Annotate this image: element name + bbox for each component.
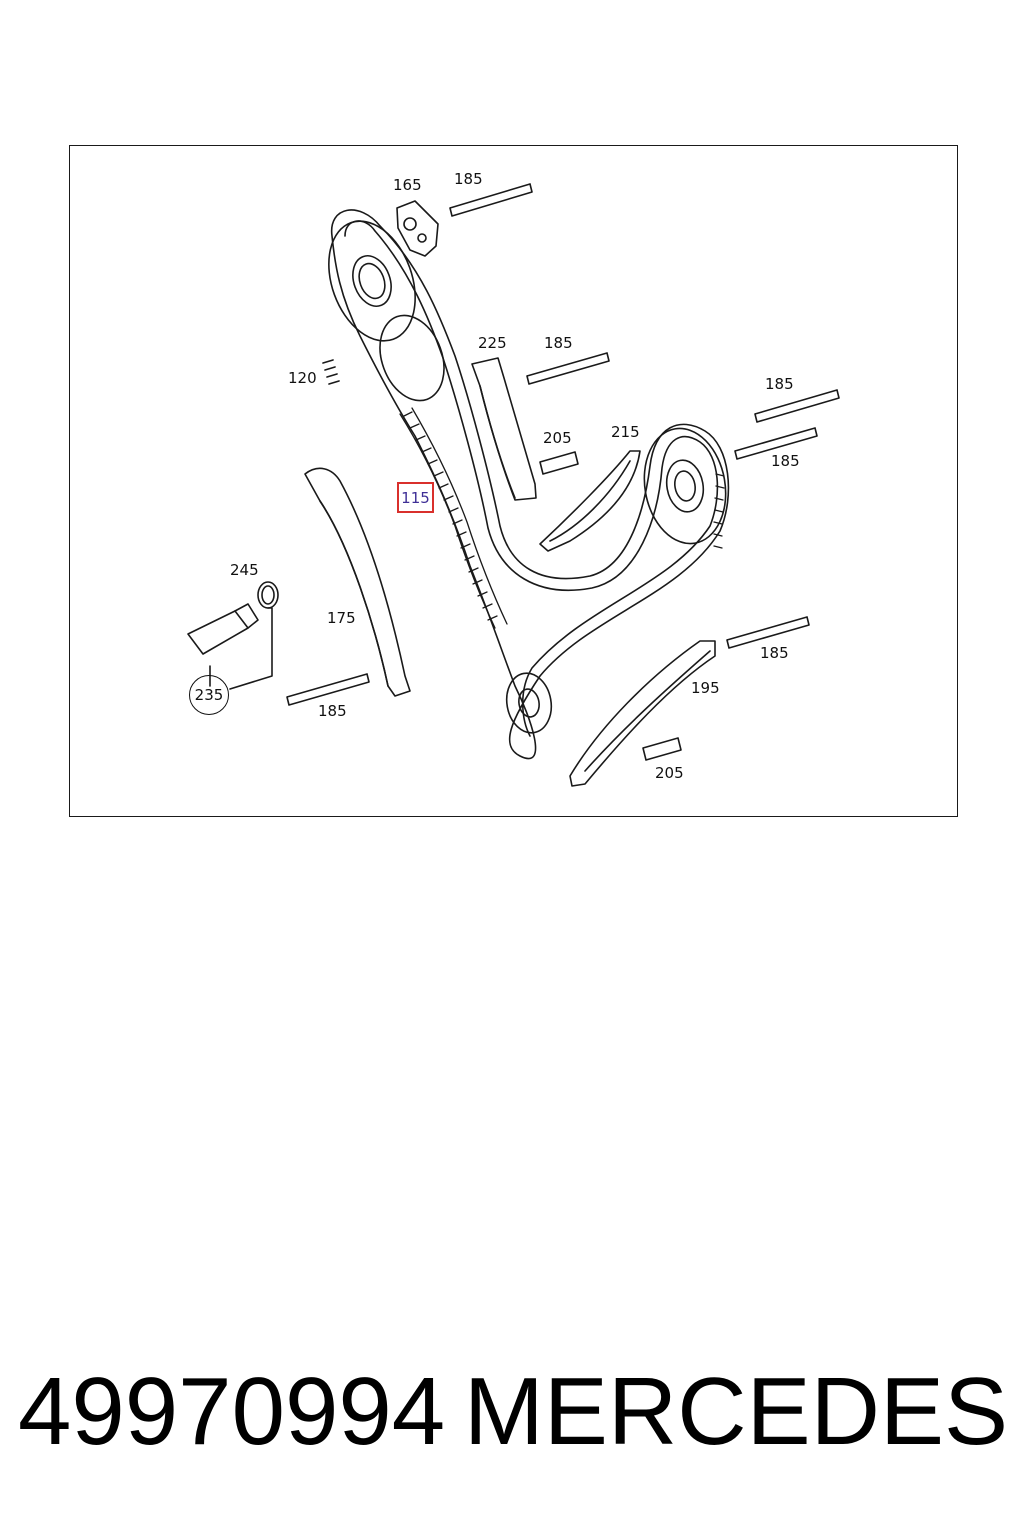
- bolt-205-upper: [539, 451, 579, 475]
- label-185-right-middle: 185: [771, 452, 800, 470]
- part-number: 49970994: [18, 1358, 446, 1465]
- label-185-top: 185: [454, 170, 483, 188]
- chain-tensioner-235: [187, 610, 249, 655]
- part-165-bracket: [396, 200, 439, 257]
- cam-sprocket-right: [643, 427, 727, 545]
- cam-sprocket-upper: [328, 220, 416, 342]
- timing-chain-links: [399, 407, 725, 629]
- label-225: 225: [478, 334, 507, 352]
- label-120: 120: [288, 369, 317, 387]
- diagram-drawing: [187, 183, 840, 787]
- callout-235: 235: [189, 675, 229, 715]
- chain-link-120: [322, 359, 340, 385]
- label-205-upper: 205: [543, 429, 572, 447]
- label-185-right-top: 185: [765, 375, 794, 393]
- timing-chain-diagram: 165 185 225 185 185 120 205 215 185 115 …: [69, 145, 958, 817]
- bolt-205-lower: [642, 737, 682, 761]
- label-185-upper-middle: 185: [544, 334, 573, 352]
- brand-name: MERCEDES: [463, 1358, 1008, 1465]
- label-185-bottom-right: 185: [760, 644, 789, 662]
- guide-rail-225: [471, 357, 537, 501]
- label-205-lower: 205: [655, 764, 684, 782]
- guide-pins-185: [286, 183, 840, 706]
- label-185-bottom-left: 185: [318, 702, 347, 720]
- label-215: 215: [611, 423, 640, 441]
- label-165: 165: [393, 176, 422, 194]
- highlight-115[interactable]: 115: [397, 482, 434, 513]
- guide-rail-195: [569, 640, 716, 787]
- label-245: 245: [230, 561, 259, 579]
- crank-sprocket: [505, 672, 553, 734]
- caption-bar: 49970994 MERCEDES: [18, 1362, 1008, 1462]
- guide-rail-215: [539, 450, 641, 552]
- label-175: 175: [327, 609, 356, 627]
- label-195: 195: [691, 679, 720, 697]
- cam-sprocket-middle: [379, 314, 445, 402]
